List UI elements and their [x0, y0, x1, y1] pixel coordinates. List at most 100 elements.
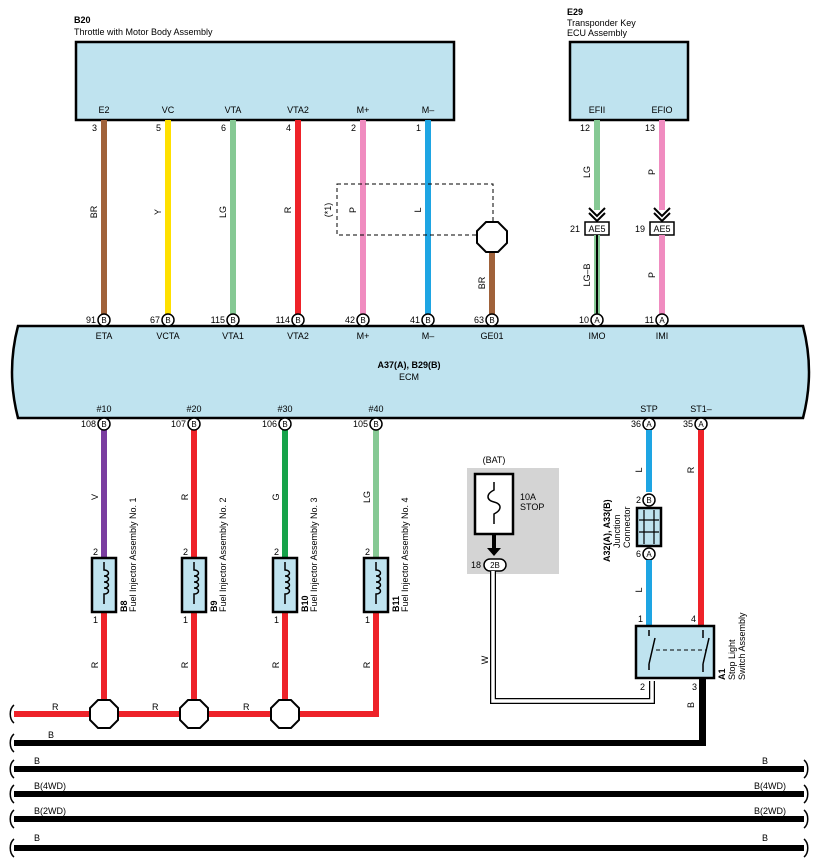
jc-label: AE5 [588, 224, 605, 234]
bus-break [9, 704, 15, 724]
ecm-terminal-label: #30 [277, 404, 292, 414]
junction-grid [639, 510, 659, 544]
injector-pin: 2 [183, 547, 188, 557]
injector-code: B9 [209, 600, 219, 612]
bus-row: B(2WD) B(2WD) [9, 806, 809, 829]
junction-box [635, 506, 663, 548]
coil-icon [284, 562, 291, 604]
coil-icon [375, 562, 382, 604]
ecm-code: A37(A), B29(B) [377, 360, 440, 370]
jc-label: AE5 [653, 224, 670, 234]
throttle-pin-label: E2 [98, 105, 109, 115]
black-bus [14, 816, 804, 822]
bus-row: B(4WD) B(4WD) [9, 781, 809, 804]
wire-code: R [180, 493, 190, 500]
ecm-name: ECM [399, 372, 419, 382]
wire-inj2-bottom [191, 612, 197, 707]
ecm-conn-letter: B [295, 316, 300, 325]
injector-3 [271, 556, 299, 614]
ecm-pin-number: 114 [276, 315, 290, 325]
switch-pin: 3 [692, 682, 697, 692]
throttle-pin-number: 2 [351, 123, 356, 133]
ecm-conn-letter: B [425, 316, 430, 325]
bus-break [9, 759, 809, 779]
wire-code: V [90, 494, 100, 500]
wire-efii [594, 120, 600, 210]
wire-inj3 [282, 430, 288, 558]
ecm-pin-circle [97, 417, 111, 431]
injector-pin: 1 [93, 615, 98, 625]
junction-name-1: Junction [612, 514, 622, 548]
ecm-conn-letter: B [101, 316, 106, 325]
ecm-box [10, 324, 811, 420]
injector-code: B11 [391, 596, 401, 612]
jc-pin-number: 2 [636, 495, 641, 505]
switch-pin: 4 [691, 614, 696, 624]
wire-code: LG–B [582, 263, 592, 286]
ecm-pin-number: 107 [171, 419, 186, 429]
ecm-terminal-label: STP [640, 404, 658, 414]
ecm-conn-letter: B [101, 420, 106, 429]
throttle-pin-number: 1 [416, 123, 421, 133]
wire-inj4-bottom [373, 612, 379, 716]
ecm-pin-circle [291, 313, 305, 327]
injector-pin: 2 [365, 547, 370, 557]
ecm-pin-circle [226, 313, 240, 327]
ecm-conn-letter: B [360, 316, 365, 325]
ecm-terminal-label: M– [422, 331, 435, 341]
black-bus [14, 766, 804, 772]
wire-code: LG [218, 206, 228, 218]
wire-code: R [271, 661, 281, 668]
ecm-pin-number: 35 [683, 419, 693, 429]
fuse-pin: 18 [471, 560, 481, 570]
wire-code: Y [153, 209, 163, 215]
wire-code: L [413, 207, 423, 212]
injector-code: B8 [119, 600, 129, 612]
ecm-pin-number: 63 [474, 315, 484, 325]
throttle-pin-label: M– [422, 105, 435, 115]
shield-splice [476, 221, 508, 253]
wire-eta [101, 120, 107, 314]
bus-break [9, 784, 809, 804]
ecm-conn-letter: B [165, 316, 170, 325]
throttle-pin-number: 6 [221, 123, 226, 133]
injector-name: Fuel Injector Assembly No. 4 [400, 497, 410, 612]
ecm-pin-circle [278, 417, 292, 431]
transponder-name-1: Transponder Key [567, 18, 636, 28]
ecm-conn-letter: B [489, 316, 494, 325]
transponder-pin-number: 13 [645, 123, 655, 133]
coil-icon [103, 562, 110, 604]
injector-pin: 2 [93, 547, 98, 557]
jc-conn-letter: B [646, 496, 651, 505]
fuse-icon [487, 482, 501, 524]
ecm-pin-circle [421, 313, 435, 327]
ecm-conn-letter: A [698, 420, 704, 429]
throttle-code: B20 [74, 15, 91, 25]
connector-arrow-icon [653, 207, 671, 223]
transponder-name-2: ECU Assembly [567, 28, 628, 38]
injector-pin: 1 [274, 615, 279, 625]
wire-code: LG [582, 166, 592, 178]
wire-vta2 [295, 120, 301, 314]
bus-row-left: B(2WD) [34, 806, 66, 816]
wire-code: R [686, 466, 696, 473]
fuse-name: STOP [520, 502, 544, 512]
injector-name: Fuel Injector Assembly No. 2 [218, 497, 228, 612]
ecm-pin-circle [655, 313, 669, 327]
ecm-terminal-label: ST1– [690, 404, 712, 414]
ecm-pin-number: 41 [410, 315, 420, 325]
ecm-terminal-label: GE01 [480, 331, 503, 341]
wire-w [491, 571, 654, 703]
ecm-conn-letter: A [594, 316, 600, 325]
jc-pin: 21 [570, 224, 580, 234]
switch-pin: 2 [640, 682, 645, 692]
junction-code: A32(A), A33(B) [602, 499, 612, 562]
wire-code: B [686, 702, 696, 708]
bus-label: B [48, 730, 54, 740]
ecm-pin-number: 36 [631, 419, 641, 429]
wire-code: BR [89, 205, 99, 218]
ecm-pin-number: 106 [262, 419, 277, 429]
wire-code: G [271, 493, 281, 500]
throttle-pin-label: VTA2 [287, 105, 309, 115]
wire-code: R [362, 661, 372, 668]
